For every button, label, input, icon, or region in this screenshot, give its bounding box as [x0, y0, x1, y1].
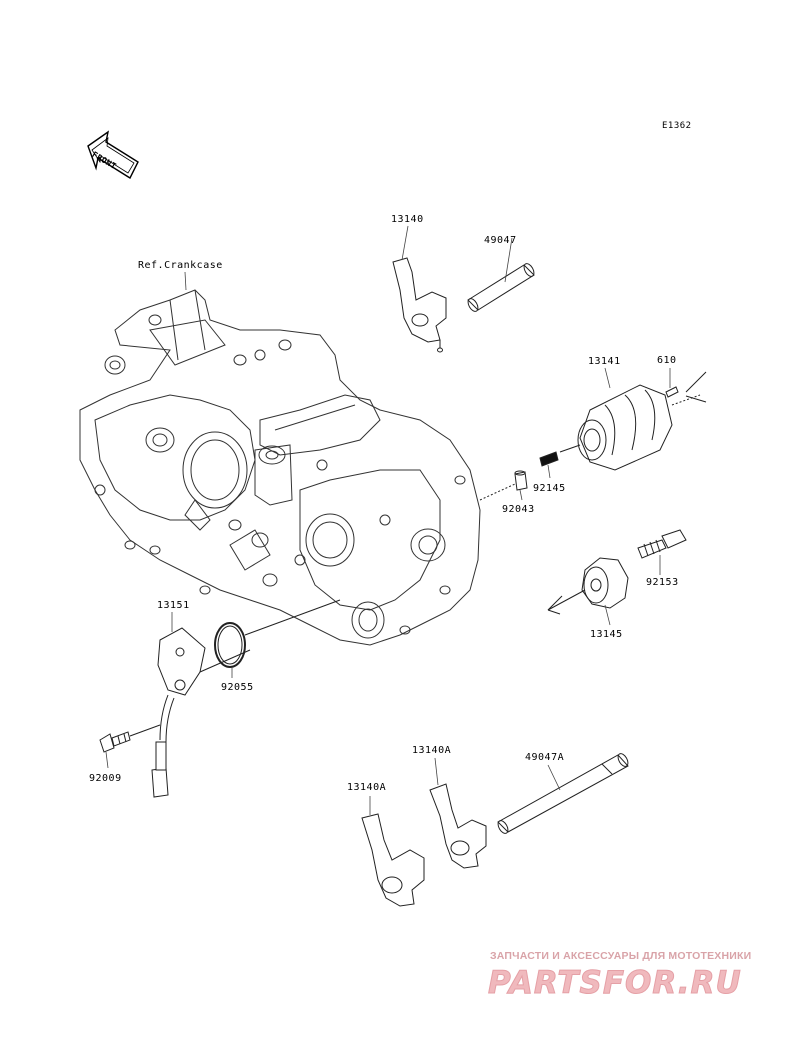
part-label-49047A[interactable]: 49047A	[525, 752, 565, 763]
ref-crankcase-label: Ref.Crankcase	[138, 260, 223, 271]
pin-610-drawing	[665, 386, 679, 398]
neutral-switch-13151-drawing	[151, 627, 251, 798]
part-label-13145[interactable]: 13145	[590, 629, 623, 640]
bolt-92009-drawing	[99, 724, 161, 753]
o-ring-92055-drawing	[214, 599, 341, 668]
part-label-92153[interactable]: 92153	[646, 577, 679, 588]
crankcase-drawing	[79, 289, 481, 646]
bolt-92153-drawing	[637, 529, 687, 559]
part-label-13140A-lower[interactable]: 13140A	[347, 782, 387, 793]
part-label-13140[interactable]: 13140	[391, 214, 424, 225]
shaft-49047A-drawing	[497, 753, 629, 834]
part-label-13141[interactable]: 13141	[588, 356, 621, 367]
shift-fork-13140A-lower-drawing	[361, 813, 425, 907]
watermark-tagline: ЗАПЧАСТИ И АКСЕССУАРЫ ДЛЯ МОТОТЕХНИКИ	[490, 950, 752, 962]
part-label-92055[interactable]: 92055	[221, 682, 254, 693]
part-label-49047[interactable]: 49047	[484, 235, 517, 246]
watermark-logo: PARTSFOR.RU	[488, 965, 742, 1002]
part-label-92009[interactable]: 92009	[89, 773, 122, 784]
shaft-49047-drawing	[467, 263, 535, 312]
shift-drum-13141-drawing	[559, 371, 707, 471]
part-label-92145[interactable]: 92145	[533, 483, 566, 494]
diagram-code: E1362	[662, 121, 692, 131]
part-label-92043[interactable]: 92043	[502, 504, 535, 515]
spring-92145-drawing	[539, 451, 559, 467]
front-arrow-icon	[87, 130, 139, 180]
part-label-610[interactable]: 610	[657, 355, 677, 366]
part-label-13151[interactable]: 13151	[157, 600, 190, 611]
part-label-13140A-upper[interactable]: 13140A	[412, 745, 452, 756]
pin-92043-drawing	[479, 470, 528, 501]
shift-fork-13140-drawing	[392, 257, 447, 353]
shift-fork-13140A-upper-drawing	[429, 783, 487, 869]
shift-drum-star-13145-drawing	[547, 557, 629, 615]
